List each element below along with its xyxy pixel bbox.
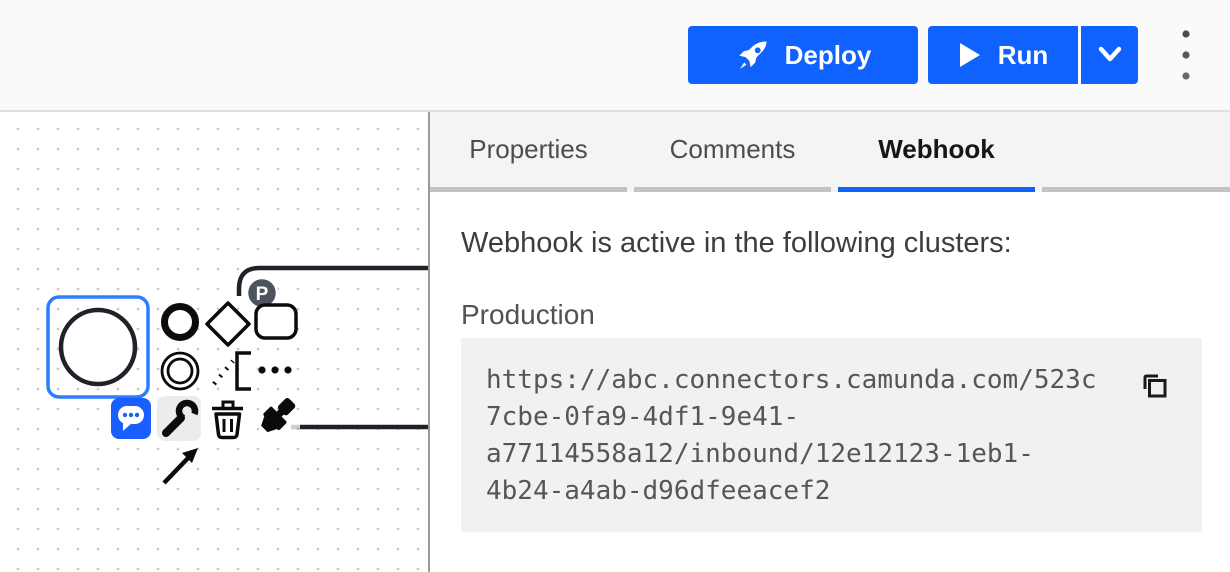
run-button-label: Run <box>997 39 1049 70</box>
webhook-url-line: https://abc.connectors.camunda.com/523c <box>486 365 1097 395</box>
kebab-icon <box>1180 27 1192 83</box>
run-options-button[interactable] <box>1078 26 1138 84</box>
comment-icon[interactable] <box>111 398 151 439</box>
deploy-button[interactable]: Deploy <box>688 26 918 84</box>
more-options-icon[interactable] <box>258 366 292 374</box>
tab-comments[interactable]: Comments <box>634 112 831 192</box>
bpmn-canvas[interactable]: P <box>0 112 428 572</box>
append-intermediate-event-icon[interactable] <box>160 351 200 391</box>
svg-text:P: P <box>256 284 269 305</box>
panel-tab-bar: Properties Comments Webhook <box>430 112 1230 192</box>
webhook-url-block: https://abc.connectors.camunda.com/523c … <box>461 338 1202 532</box>
wrench-icon[interactable] <box>157 396 201 441</box>
tab-webhook-label: Webhook <box>878 134 995 164</box>
start-event-shape[interactable] <box>46 295 150 399</box>
tab-webhook[interactable]: Webhook <box>838 112 1035 192</box>
copy-url-button[interactable] <box>1139 370 1169 400</box>
webhook-url-line: 4b24-a4ab-d96dfeeacef2 <box>486 476 831 506</box>
connect-arrow-icon[interactable] <box>162 448 198 485</box>
rocket-icon <box>735 37 771 73</box>
play-icon <box>958 41 982 69</box>
overflow-menu-button[interactable] <box>1176 27 1196 83</box>
trash-icon[interactable] <box>212 400 243 440</box>
collaborator-badge: P <box>245 276 279 310</box>
webhook-tab-content: Webhook is active in the following clust… <box>430 192 1230 572</box>
paintbrush-icon[interactable] <box>256 393 300 437</box>
tab-properties-label: Properties <box>469 134 588 164</box>
run-split-button: Run <box>928 26 1138 84</box>
append-gateway-icon[interactable] <box>205 301 251 347</box>
text-annotation-icon[interactable] <box>212 351 251 391</box>
append-task-icon[interactable] <box>254 303 298 340</box>
webhook-status-text: Webhook is active in the following clust… <box>461 227 1012 259</box>
chevron-down-icon <box>1095 44 1125 66</box>
tab-bar-filler <box>1042 112 1230 192</box>
cluster-name: Production <box>461 299 595 330</box>
deploy-button-label: Deploy <box>784 39 872 70</box>
properties-panel: Properties Comments Webhook Webhook is a… <box>428 112 1230 572</box>
tab-properties[interactable]: Properties <box>430 112 627 192</box>
tab-comments-label: Comments <box>669 134 796 164</box>
webhook-url-line: 7cbe-0fa9-4df1-9e41- <box>486 402 800 432</box>
run-button[interactable]: Run <box>928 26 1078 84</box>
task-shape[interactable] <box>234 263 428 430</box>
append-end-event-icon[interactable] <box>161 303 199 341</box>
copy-icon <box>1139 370 1169 400</box>
selection-outline <box>46 295 150 399</box>
top-toolbar: Deploy Run <box>0 0 1230 112</box>
webhook-url-line: a77114558a12/inbound/12e12123-1eb1- <box>486 439 1034 469</box>
